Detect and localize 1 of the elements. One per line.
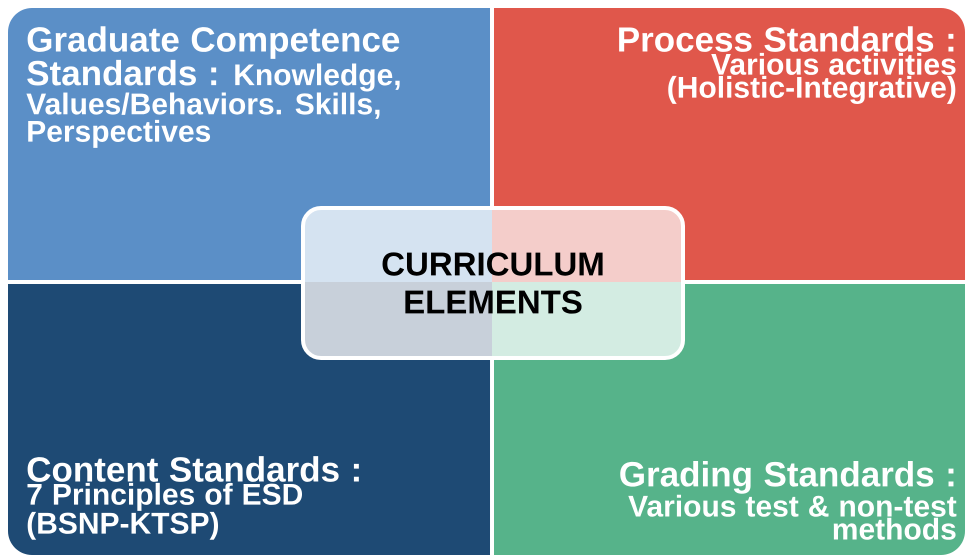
center-box: CURRICULUM ELEMENTS [301, 206, 685, 360]
